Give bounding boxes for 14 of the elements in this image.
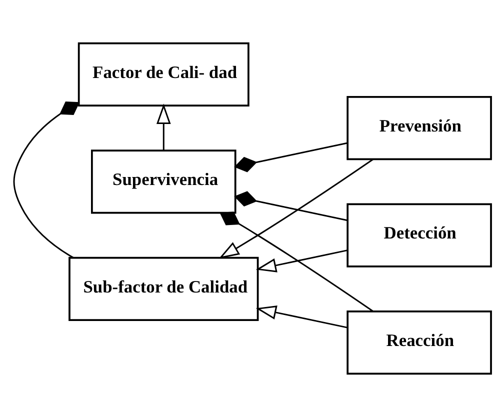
arrow: [218, 158, 373, 258]
node-box: Sub-factor de Calidad: [68, 256, 258, 321]
node-box: Supervivencia: [90, 149, 236, 214]
arrow: [156, 103, 170, 150]
connector: [219, 211, 373, 312]
connector: [234, 142, 348, 172]
arrow: [255, 304, 347, 328]
arrow: [255, 249, 347, 272]
connector: [12, 101, 80, 258]
node-box: Factor de Cali- dad: [77, 42, 249, 106]
connector: [234, 190, 348, 221]
node-box: Prevensión: [346, 95, 492, 160]
node-box: Detección: [346, 202, 492, 267]
node-box: Reacción: [346, 310, 492, 374]
